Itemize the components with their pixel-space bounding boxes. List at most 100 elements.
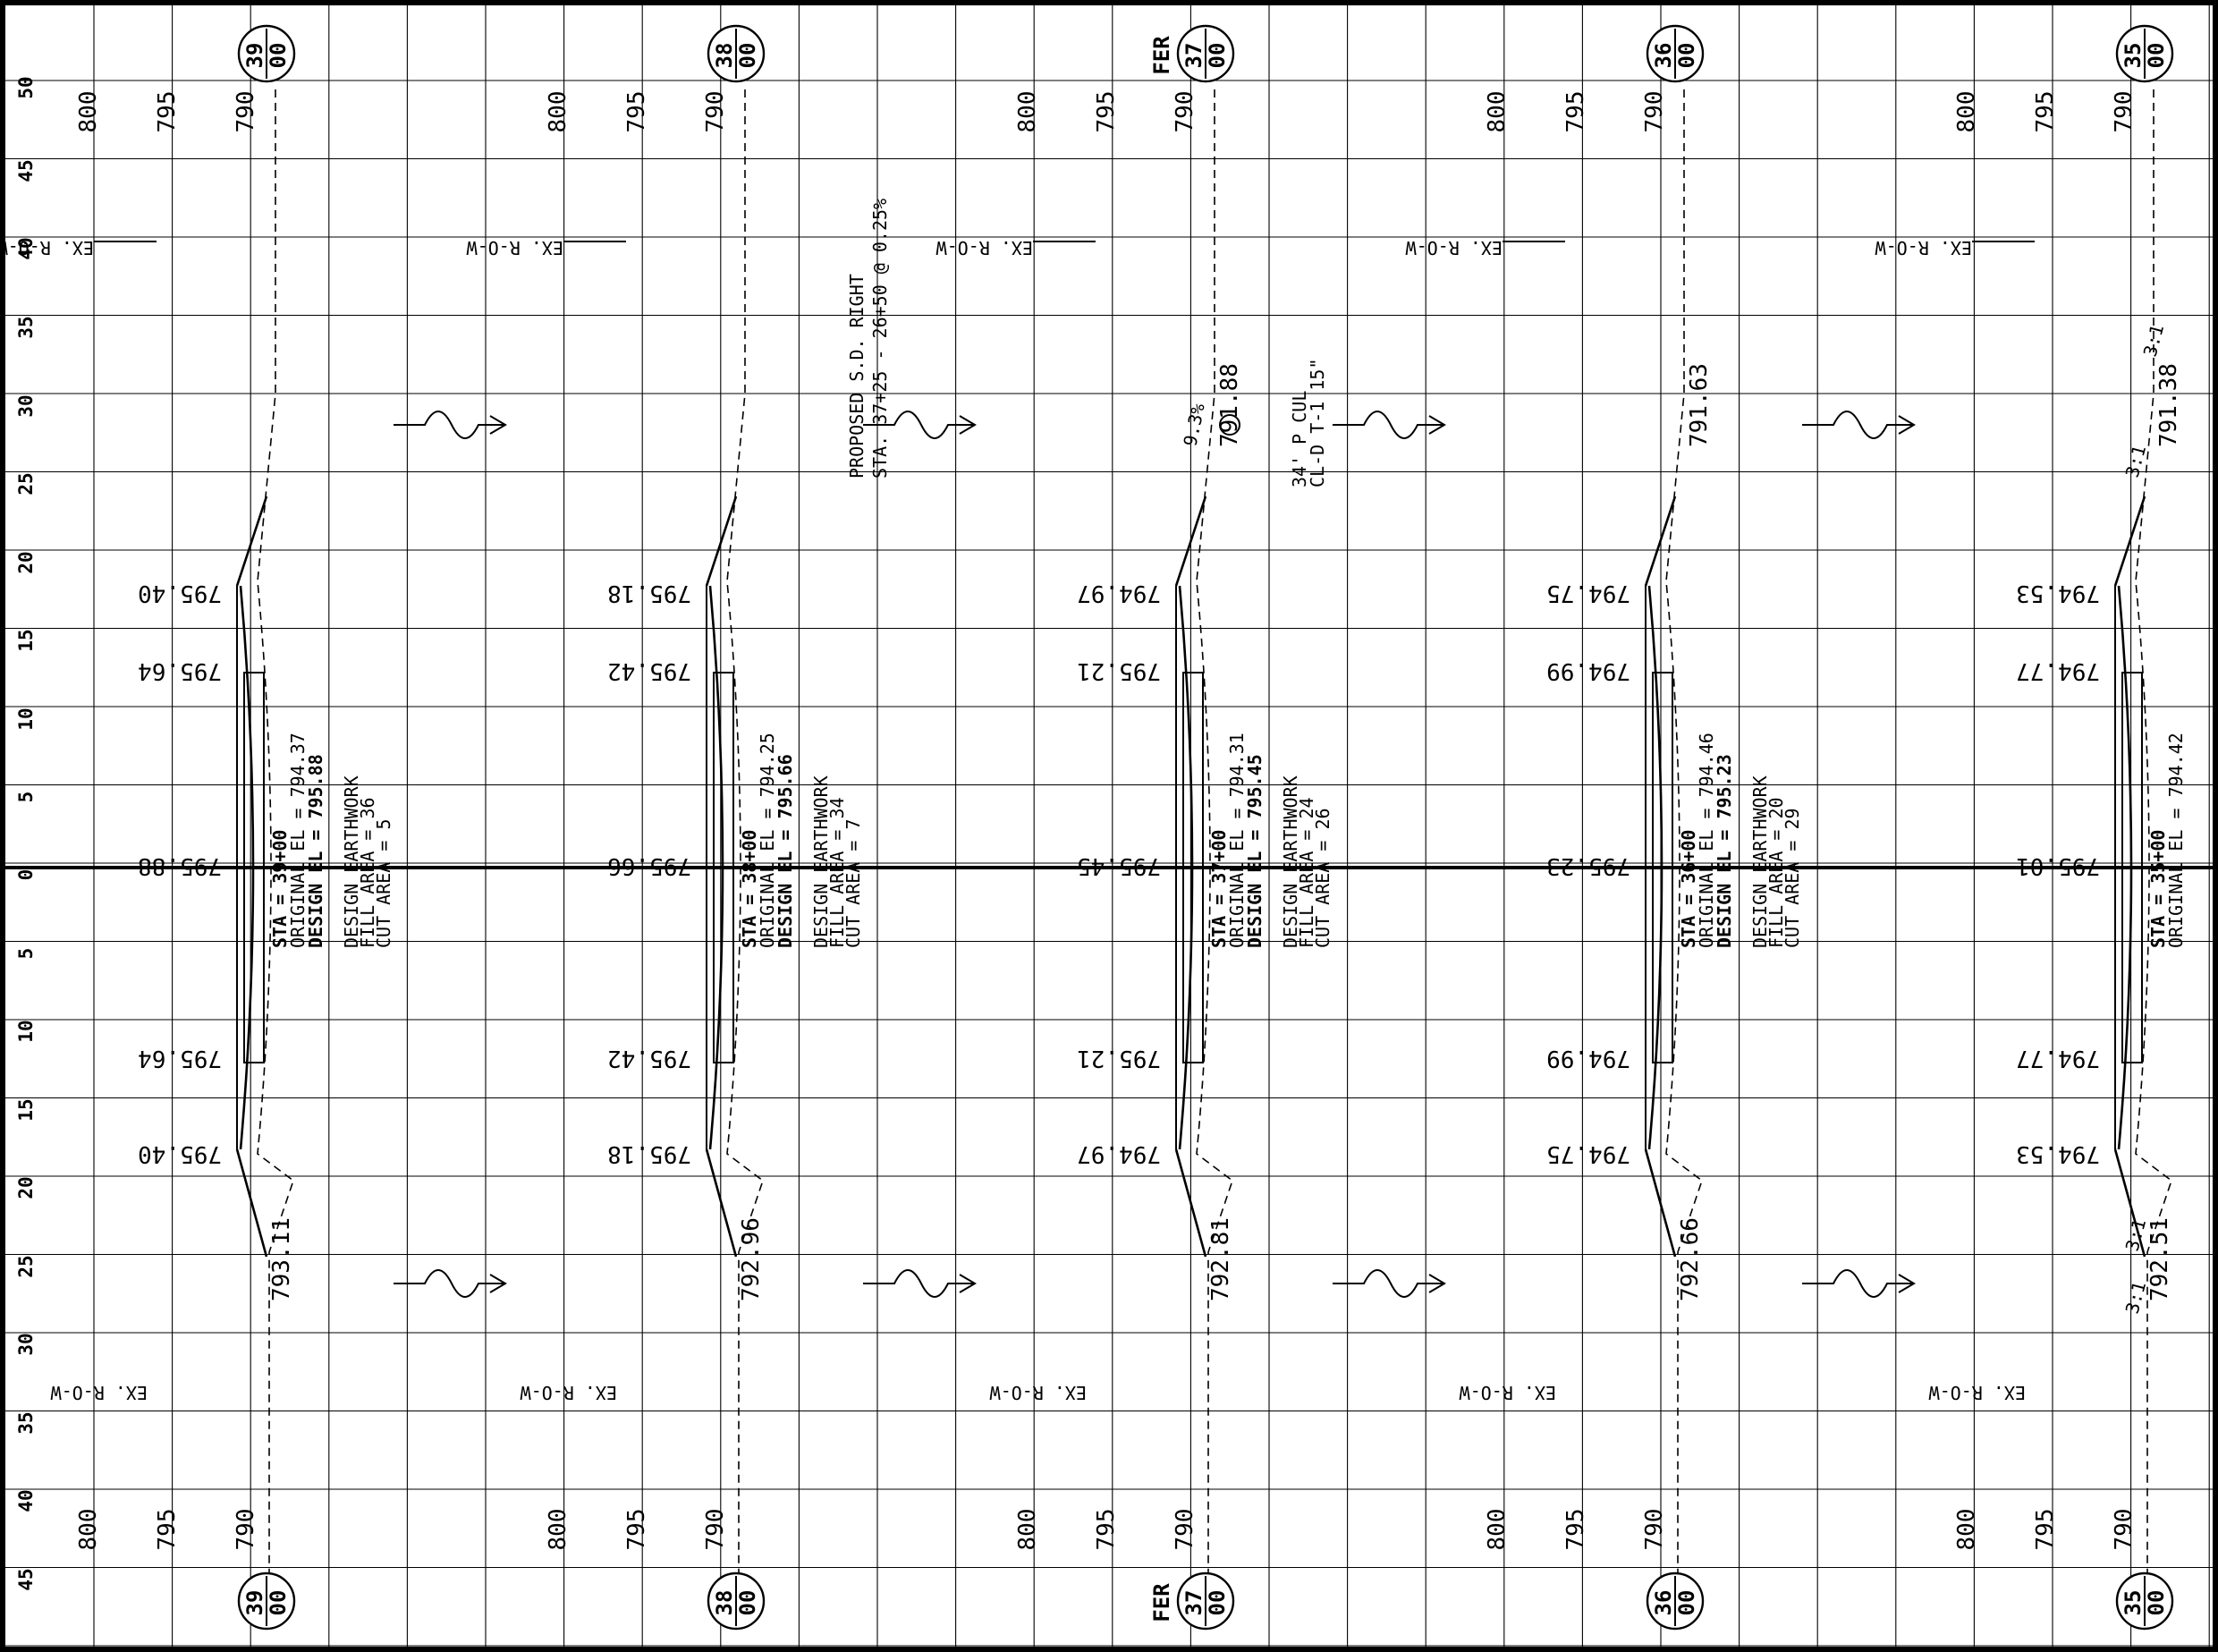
right-ground-elev: 791.38	[2155, 363, 2182, 447]
offset-tick-label: 30	[15, 394, 37, 417]
offset-tick-label: 45	[15, 159, 37, 182]
bubble-station-top: 36	[1651, 43, 1676, 69]
offset-tick-label: 25	[15, 472, 37, 495]
left-edge-elev: 794.53	[2016, 1140, 2100, 1167]
slope-ratio-label: 3:1	[2121, 1279, 2151, 1316]
crown-line	[2117, 585, 2133, 1150]
left-ground-elev: 792.66	[1677, 1217, 1704, 1301]
ex-row-label-bottom: EX. R-O-W	[520, 1382, 617, 1403]
elev-scale-top: 795	[623, 91, 650, 133]
station-info-line: DESIGN EARTHWORK	[1749, 775, 1771, 948]
elev-scale-bottom: 800	[1953, 1509, 1980, 1551]
elev-scale-top: 795	[1093, 91, 1120, 133]
elev-scale-bottom: 790	[2111, 1509, 2138, 1551]
station-info-line: CUT AREA = 26	[1312, 808, 1333, 948]
crown-line	[239, 585, 255, 1150]
elev-scale-bottom: 790	[1172, 1509, 1198, 1551]
break-arrow-symbol	[394, 411, 507, 439]
bubble-station-bottom: 00	[266, 1590, 291, 1616]
station-info-line: ORIGINAL EL = 794.31	[1226, 733, 1248, 948]
culvert-note-2: CL-D T-1 15"	[1307, 359, 1328, 488]
left-ground-elev: 792.81	[1207, 1217, 1234, 1301]
elev-scale-top: 800	[1484, 91, 1511, 133]
offset-tick-label: 20	[15, 551, 37, 573]
right-fill-slope	[2113, 496, 2146, 587]
station-info-line: DESIGN EL = 795.45	[1244, 754, 1266, 948]
pavement-box	[713, 672, 734, 1063]
slope-label: 9.3%	[1179, 402, 1208, 448]
station-info-line: ORIGINAL EL = 794.25	[757, 733, 778, 948]
bubble-station-top: 39	[242, 43, 267, 69]
elev-scale-bottom: 795	[1093, 1509, 1120, 1551]
left-pave-elev: 795.42	[607, 1045, 691, 1072]
ex-row-label-bottom: EX. R-O-W	[1459, 1382, 1556, 1403]
pavement-box	[1652, 672, 1673, 1063]
break-arrow-symbol	[863, 1269, 977, 1298]
left-fill-slope	[1644, 1148, 1677, 1258]
bubble-station-bottom: 00	[2144, 1590, 2169, 1616]
center-elev: 795.01	[2016, 852, 2100, 879]
offset-tick-label: 50	[15, 76, 37, 98]
proposed-sd-note: PROPOSED S.D. RIGHT STA. 37+25 - 26+50 @…	[846, 199, 891, 479]
left-fill-slope	[705, 1148, 738, 1258]
elev-scale-top: 800	[1953, 91, 1980, 133]
elev-scale-top: 790	[233, 91, 259, 133]
offset-tick-label: 35	[15, 316, 37, 338]
left-edge-elev: 794.75	[1546, 1140, 1630, 1167]
fer-label: FER	[1149, 1583, 1174, 1622]
ex-row-label-bottom: EX. R-O-W	[1928, 1382, 2026, 1403]
ex-row-label-top: EX. R-O-W	[1875, 237, 1972, 258]
bubble-station-bottom: 00	[1205, 43, 1230, 69]
elev-scale-bottom: 795	[2032, 1509, 2059, 1551]
station-info-line: FILL AREA = 24	[1296, 797, 1317, 948]
elev-scale-top: 800	[545, 91, 571, 133]
station-info-line: DESIGN EARTHWORK	[1280, 775, 1301, 948]
left-pave-elev: 795.64	[138, 1045, 222, 1072]
offset-tick-label: 5	[15, 792, 37, 803]
left-pave-elev: 794.99	[1546, 1045, 1630, 1072]
offset-tick-label: 10	[15, 707, 37, 730]
station-info-line: FILL AREA = 34	[826, 797, 848, 948]
left-ground-elev: 792.96	[738, 1217, 765, 1301]
center-elev: 795.66	[607, 852, 691, 879]
ex-row-label-top: EX. R-O-W	[0, 237, 94, 258]
right-fill-slope	[1644, 496, 1677, 587]
ex-row-label-top: EX. R-O-W	[466, 237, 563, 258]
bubble-station-top: 37	[1181, 43, 1206, 69]
bubble-station-bottom: 00	[1674, 43, 1699, 69]
center-elev: 795.88	[138, 852, 222, 879]
right-pave-elev: 794.99	[1546, 657, 1630, 684]
right-pave-elev: 795.21	[1077, 657, 1161, 684]
station-info-line: STA = 36+00	[1678, 830, 1699, 948]
bubble-station-top: 38	[712, 1590, 737, 1616]
left-edge-elev: 794.97	[1077, 1140, 1161, 1167]
elev-scale-bottom: 790	[702, 1509, 729, 1551]
left-ground-elev: 792.51	[2146, 1217, 2173, 1301]
left-pave-elev: 794.77	[2016, 1045, 2100, 1072]
right-fill-slope	[235, 496, 268, 587]
bubble-station-top: 35	[2121, 1590, 2146, 1616]
left-fill-slope	[1174, 1148, 1207, 1258]
left-fill-slope	[2113, 1148, 2146, 1258]
slope-ratio-label: 3:1	[2121, 443, 2151, 479]
right-edge-elev: 794.97	[1077, 580, 1161, 606]
bubble-station-bottom: 00	[735, 1590, 760, 1616]
elev-scale-top: 800	[1014, 91, 1041, 133]
offset-tick-label: 10	[15, 1020, 37, 1042]
elev-scale-top: 790	[2111, 91, 2138, 133]
station-info-line: CUT AREA = 7	[842, 819, 864, 949]
break-arrow-symbol	[1802, 1269, 1916, 1298]
offset-tick-label: 5	[15, 948, 37, 960]
right-pave-elev: 795.64	[138, 657, 222, 684]
pavement-box	[1182, 672, 1204, 1063]
right-edge-elev: 794.53	[2016, 580, 2100, 606]
elev-scale-top: 790	[1641, 91, 1668, 133]
right-edge-elev: 794.75	[1546, 580, 1630, 606]
elev-scale-top: 795	[154, 91, 181, 133]
bubble-station-bottom: 00	[1674, 1590, 1699, 1616]
